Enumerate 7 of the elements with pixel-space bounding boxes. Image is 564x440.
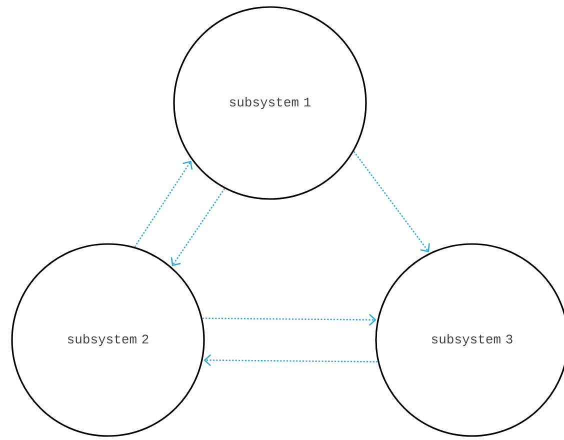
circle-node: subsystem 1	[173, 6, 367, 200]
arrow	[134, 160, 193, 248]
arrow	[204, 354, 378, 366]
arrow	[353, 151, 430, 252]
arrow	[170, 188, 226, 266]
circle-node: subsystem 2	[11, 243, 205, 437]
arrow	[202, 314, 376, 326]
